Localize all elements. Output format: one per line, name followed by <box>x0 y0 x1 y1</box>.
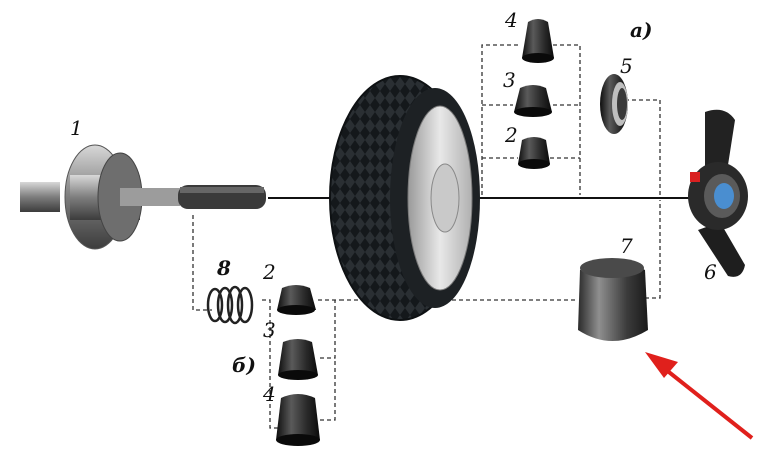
balancer-shaft <box>20 144 266 250</box>
cone-mid-bottom <box>278 339 318 380</box>
cone-large-top <box>522 19 554 63</box>
label-wing-nut: 6 <box>704 260 717 284</box>
cone-mid-top <box>514 85 552 117</box>
red-arrow <box>645 352 754 440</box>
label-cup: 7 <box>620 234 633 258</box>
tire <box>329 75 480 321</box>
label-shaft: 1 <box>70 116 83 140</box>
cone-small-bottom <box>277 285 316 315</box>
cone-small-top <box>518 137 550 169</box>
label-variant-b: б) <box>232 353 256 377</box>
label-cone-mid-top: 3 <box>503 68 516 92</box>
label-cone-mid-bottom: 3 <box>263 318 276 342</box>
label-cone-large-bottom: 4 <box>263 382 276 406</box>
label-ring: 5 <box>620 54 633 78</box>
label-cone-small-bottom: 2 <box>263 260 276 284</box>
dashed-connectors-bottom <box>192 200 661 429</box>
dashed-connectors-top <box>481 44 661 195</box>
label-variant-a: а) <box>630 18 653 42</box>
pressure-cup <box>578 258 648 341</box>
cone-large-bottom <box>276 394 320 446</box>
label-spring: 8 <box>217 256 231 280</box>
spacer-ring <box>600 74 628 134</box>
label-cone-large-top: 4 <box>505 8 518 32</box>
label-cone-small-top: 2 <box>505 123 518 147</box>
spring <box>206 285 254 325</box>
wing-nut <box>688 109 748 277</box>
